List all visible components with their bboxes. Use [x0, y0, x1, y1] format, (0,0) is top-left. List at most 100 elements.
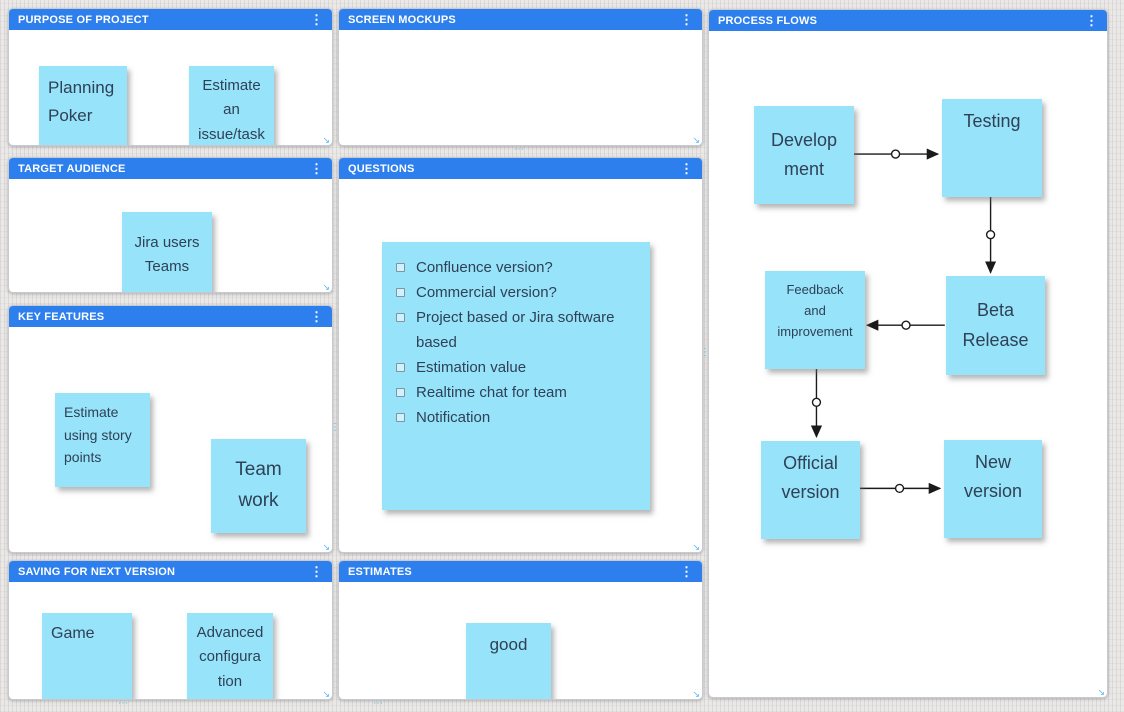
- panel-key-features: KEY FEATURES ⋮ Estimate using story points…: [8, 305, 333, 553]
- flow-edge-midpoint-handle[interactable]: [901, 320, 911, 330]
- flow-node-testing[interactable]: Testing: [942, 99, 1042, 197]
- sticky-note-text: New version: [963, 452, 1023, 502]
- flow-edge-midpoint-handle[interactable]: [894, 483, 905, 494]
- panel-header-process-flows[interactable]: PROCESS FLOWS ⋮: [709, 10, 1107, 31]
- checklist-row: Confluence version?: [394, 255, 640, 280]
- flow-edge-midpoint-handle[interactable]: [985, 229, 996, 240]
- panel-title-estimates: ESTIMATES: [348, 565, 412, 578]
- splitter-handle[interactable]: ⋮: [330, 422, 340, 433]
- panel-screen-mockups: SCREEN MOCKUPS⋮ ↘: [338, 8, 703, 146]
- flow-node-official-version[interactable]: Official version: [761, 441, 860, 539]
- splitter-handle[interactable]: ⋯: [118, 698, 128, 709]
- sticky-note[interactable]: Advanced configura tion: [187, 613, 273, 699]
- panel-header-target-audience[interactable]: TARGET AUDIENCE ⋮: [9, 158, 332, 179]
- panel-purpose-of-project: PURPOSE OF PROJECT⋮ Planning Poker Estimat…: [8, 8, 333, 146]
- checklist-item-label: Realtime chat for team: [416, 384, 567, 401]
- sticky-note[interactable]: Team work: [211, 439, 306, 533]
- sticky-note-text: Testing: [963, 111, 1021, 131]
- kebab-menu-icon[interactable]: ⋮: [310, 564, 323, 579]
- kebab-menu-icon[interactable]: ⋮: [310, 12, 323, 27]
- checklist-item-label: Project based or Jira software based: [416, 309, 615, 351]
- panel-title-target-audience: TARGET AUDIENCE: [18, 162, 126, 175]
- resize-handle-icon[interactable]: ↘: [322, 542, 330, 552]
- sticky-note-text: Advanced configura tion: [196, 624, 264, 690]
- checkbox-icon[interactable]: [396, 388, 405, 397]
- flow-node-beta-release[interactable]: Beta Release: [946, 276, 1045, 375]
- flow-edge-midpoint-handle[interactable]: [890, 149, 901, 159]
- flow-node-development[interactable]: Develop ment: [754, 106, 854, 204]
- panel-title-saving-for-next-version: SAVING FOR NEXT VERSION: [18, 565, 176, 578]
- splitter-handle[interactable]: ⋯: [373, 698, 383, 709]
- resize-handle-icon[interactable]: ↘: [692, 689, 700, 699]
- sticky-note[interactable]: Planning Poker: [39, 66, 127, 145]
- sticky-note[interactable]: Estimate using story points: [55, 393, 150, 487]
- panel-body-estimates: good: [339, 582, 702, 699]
- resize-handle-icon[interactable]: ↘: [692, 135, 700, 145]
- checklist-row: Notification: [394, 405, 640, 430]
- sticky-note[interactable]: Jira users Teams: [122, 212, 212, 292]
- splitter-handle[interactable]: ⋯: [514, 144, 524, 155]
- sticky-note[interactable]: good: [466, 623, 551, 699]
- panel-title-key-features: KEY FEATURES: [18, 310, 105, 323]
- panel-header-estimates[interactable]: ESTIMATES ⋮: [339, 561, 702, 582]
- sticky-note[interactable]: Game: [42, 613, 132, 699]
- sticky-note-text: Develop ment: [770, 129, 838, 179]
- checklist-row: Realtime chat for team: [394, 380, 640, 405]
- splitter-handle[interactable]: ⋮: [700, 347, 710, 358]
- kebab-menu-icon[interactable]: ⋮: [680, 564, 693, 579]
- panel-questions: QUESTIONS⋮ Confluence version? Commercial …: [338, 157, 703, 553]
- panel-body-questions: Confluence version? Commercial version? Pr…: [339, 179, 702, 552]
- panel-body-screen-mockups: [339, 30, 702, 145]
- checklist-item-label: Confluence version?: [416, 259, 553, 276]
- checkbox-icon[interactable]: [396, 288, 405, 297]
- kebab-menu-icon[interactable]: ⋮: [1085, 13, 1098, 28]
- kebab-menu-icon[interactable]: ⋮: [310, 309, 323, 324]
- flow-connectors: [810, 148, 997, 494]
- checklist-item-label: Estimation value: [416, 359, 527, 376]
- resize-handle-icon[interactable]: ↘: [322, 689, 330, 699]
- flow-node-feedback-and-improvement[interactable]: Feedback and improvement: [765, 271, 865, 369]
- sticky-note-text: Game: [51, 625, 95, 642]
- checkbox-icon[interactable]: [396, 263, 405, 272]
- panel-header-purpose-of-project[interactable]: PURPOSE OF PROJECT⋮: [9, 9, 332, 30]
- resize-handle-icon[interactable]: ↘: [1097, 687, 1105, 697]
- panel-header-key-features[interactable]: KEY FEATURES ⋮: [9, 306, 332, 327]
- checkbox-icon[interactable]: [396, 363, 405, 372]
- kebab-menu-icon[interactable]: ⋮: [680, 161, 693, 176]
- sticky-note-text: Official version: [781, 453, 840, 503]
- checklist-row: Project based or Jira software based: [394, 305, 640, 355]
- checkbox-icon[interactable]: [396, 313, 405, 322]
- resize-handle-icon[interactable]: ↘: [692, 542, 700, 552]
- sticky-note-text: Jira users Teams: [134, 233, 200, 275]
- sticky-note-text: Estimate using story points: [64, 404, 132, 466]
- sticky-checklist[interactable]: Confluence version? Commercial version? Pr…: [382, 242, 650, 510]
- kebab-menu-icon[interactable]: ⋮: [680, 12, 693, 27]
- sticky-note-text: Feedback and improvement: [777, 282, 853, 340]
- checkbox-icon[interactable]: [396, 413, 405, 422]
- panel-header-questions[interactable]: QUESTIONS⋮: [339, 158, 702, 179]
- panel-body-purpose-of-project: Planning Poker Estimate an issue/task: [9, 30, 332, 145]
- checklist-item-label: Commercial version?: [416, 284, 557, 301]
- sticky-note[interactable]: Estimate an issue/task: [189, 66, 274, 145]
- resize-handle-icon[interactable]: ↘: [322, 135, 330, 145]
- kebab-menu-icon[interactable]: ⋮: [310, 161, 323, 176]
- checklist-item-label: Notification: [416, 409, 491, 426]
- panel-header-saving-for-next-version[interactable]: SAVING FOR NEXT VERSION ⋮: [9, 561, 332, 582]
- panel-body-saving-for-next-version: Game Advanced configura tion: [9, 582, 332, 699]
- flow-node-new-version[interactable]: New version: [944, 440, 1042, 538]
- panel-estimates: ESTIMATES ⋮ good ↘: [338, 560, 703, 700]
- checklist-row: Commercial version?: [394, 280, 640, 305]
- panel-header-screen-mockups[interactable]: SCREEN MOCKUPS⋮: [339, 9, 702, 30]
- sticky-note-text: Planning Poker: [48, 78, 115, 125]
- checklist-row: Estimation value: [394, 355, 640, 380]
- flow-edge-midpoint-handle[interactable]: [811, 397, 822, 407]
- sticky-note-text: Team work: [235, 459, 282, 511]
- panel-title-process-flows: PROCESS FLOWS: [718, 14, 818, 27]
- sticky-note-text: good: [489, 635, 528, 654]
- panel-saving-for-next-version: SAVING FOR NEXT VERSION ⋮ Game Advanced con…: [8, 560, 333, 700]
- resize-handle-icon[interactable]: ↘: [322, 282, 330, 292]
